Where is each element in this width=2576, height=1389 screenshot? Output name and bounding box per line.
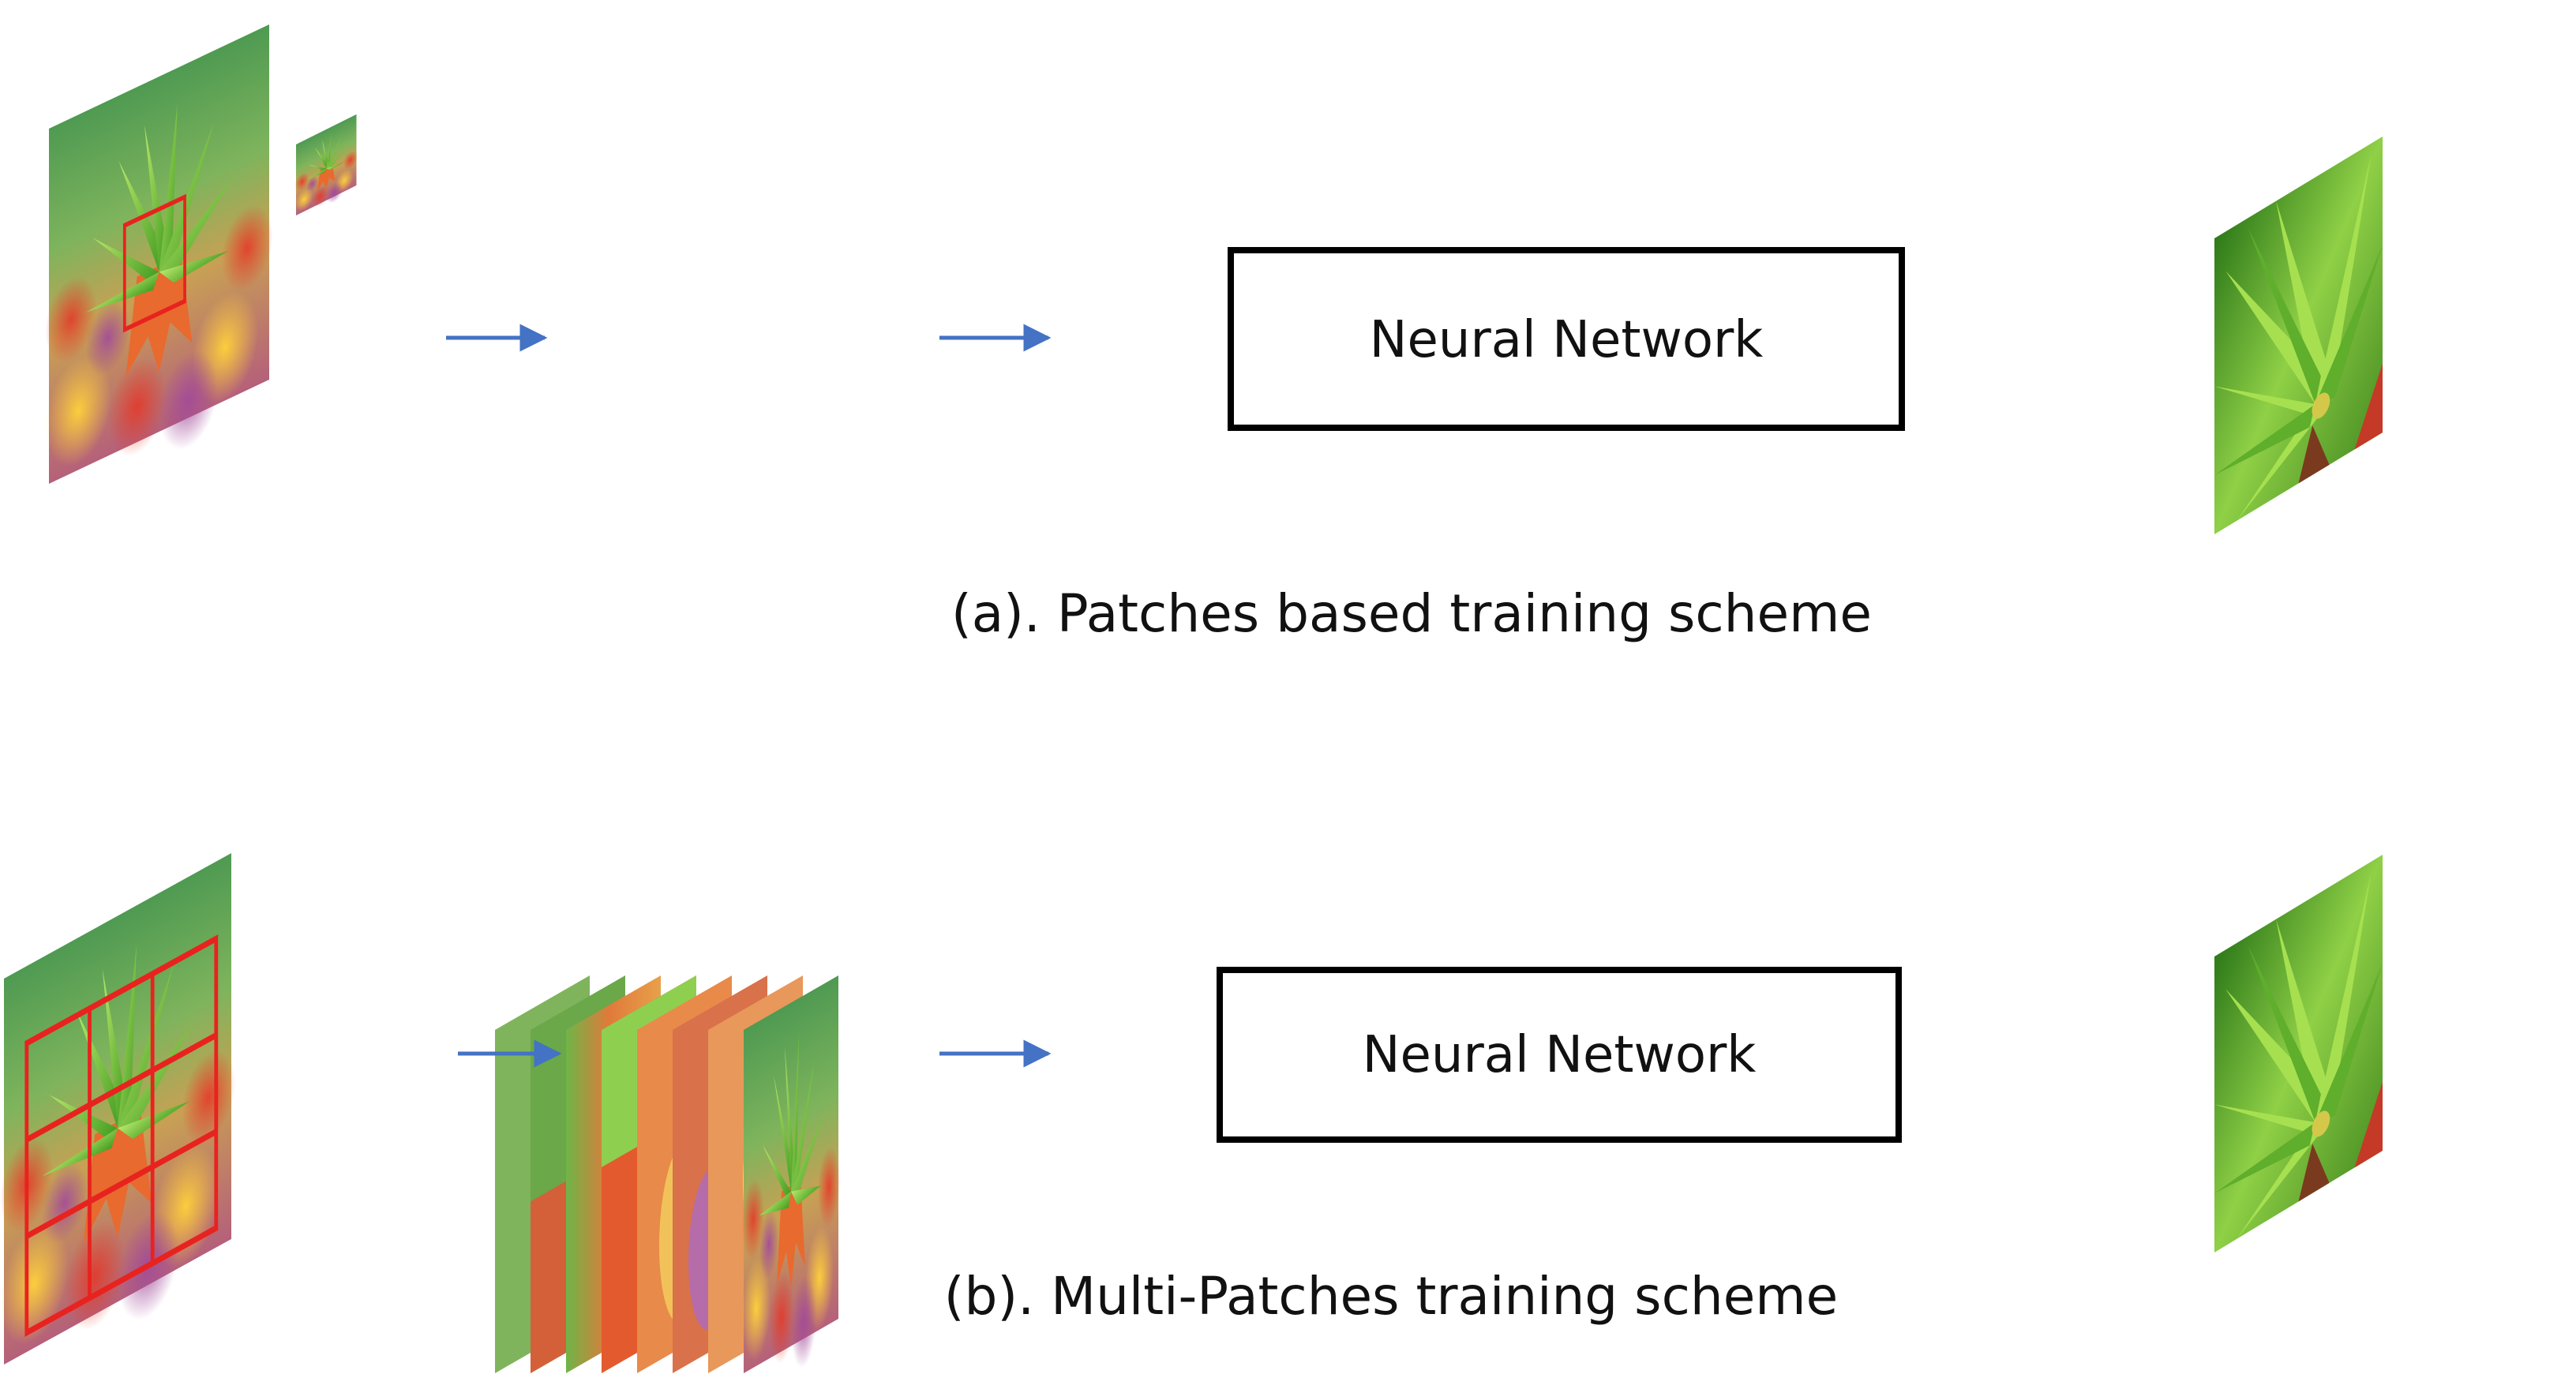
patch-stack-b <box>495 974 840 1389</box>
caption-a: (a). Patches based training scheme <box>951 583 1872 644</box>
output-image-a <box>2214 137 2383 534</box>
neural-network-box-b <box>1217 967 1902 1143</box>
single-patch-a <box>294 114 358 223</box>
row-b: Neural Network (b). Multi-Patches traini… <box>0 851 2383 1389</box>
input-image-a <box>45 22 273 515</box>
input-image-b <box>0 851 235 1389</box>
neural-network-label-a: Neural Network <box>1370 311 1764 369</box>
patch-outline <box>122 193 186 333</box>
caption-b: (b). Multi-Patches training scheme <box>944 1266 1838 1327</box>
neural-network-label-b: Neural Network <box>1363 1026 1757 1084</box>
output-image-b <box>2214 855 2383 1252</box>
neural-network-box-a <box>1228 247 1905 431</box>
patch-grid <box>24 934 219 1338</box>
row-a: Neural Network (a). Patches based traini… <box>45 22 2383 644</box>
